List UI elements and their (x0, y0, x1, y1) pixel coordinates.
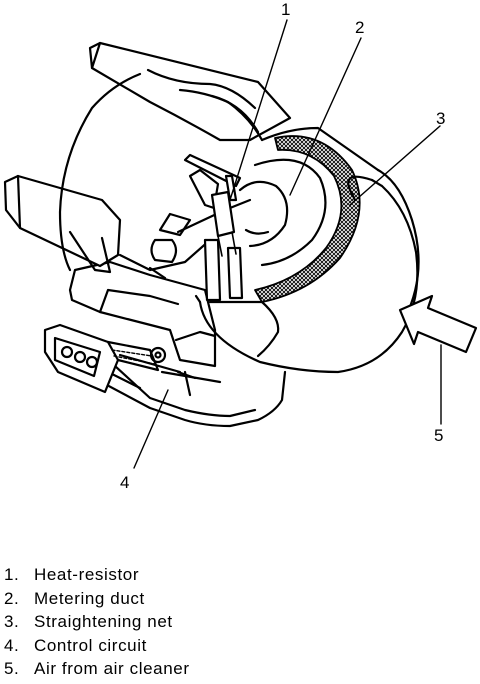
legend-number: 5. (4, 659, 20, 678)
legend-item: 3. Straightening net (4, 610, 474, 634)
inner-ribs (176, 153, 252, 302)
callout-4: 4 (120, 473, 129, 492)
callout-3: 3 (436, 109, 445, 128)
upper-intake-horn (88, 41, 292, 142)
legend-item: 5. Air from air cleaner (4, 657, 474, 681)
connector (43, 323, 167, 394)
legend-text: Heat-resistor (34, 565, 140, 584)
left-body (58, 72, 212, 280)
legend-number: 4. (4, 635, 20, 655)
legend-number: 3. (4, 612, 20, 631)
callout-5: 5 (434, 426, 443, 445)
legend-number: 1. (4, 565, 20, 584)
legend-number: 2. (4, 588, 20, 608)
callout-2: 2 (355, 18, 364, 37)
control-circuit-housing (68, 260, 217, 397)
legend-item: 1. Heat-resistor (4, 563, 474, 587)
heat-resistor (210, 174, 238, 257)
legend-text: Control circuit (34, 635, 147, 655)
callout-1: 1 (281, 0, 290, 19)
legend-text: Metering duct (34, 588, 145, 608)
airflow-meter-drawing: 1 2 3 4 5 (3, 0, 478, 492)
metering-duct (238, 158, 327, 267)
intake-cylinder (176, 126, 420, 380)
leader-lines (133, 19, 442, 469)
airflow-meter-diagram: 1 2 3 4 5 (3, 0, 478, 492)
legend-text: Air from air cleaner (34, 659, 190, 678)
left-flange (3, 174, 122, 274)
air-flow-arrow (398, 294, 478, 354)
legend-item: 4. Control circuit (4, 634, 474, 658)
callout-labels: 1 2 3 4 5 (120, 0, 445, 492)
legend-text: Straightening net (34, 612, 173, 631)
legend-item: 2. Metering duct (4, 587, 474, 611)
parts-legend: 1. Heat-resistor 2. Metering duct 3. Straig… (4, 563, 474, 681)
